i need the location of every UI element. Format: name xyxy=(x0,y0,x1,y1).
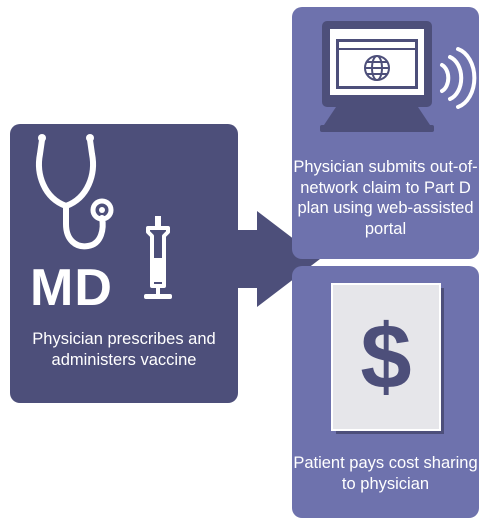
syringe-icon xyxy=(144,216,172,299)
md-label: MD xyxy=(30,259,113,317)
physician-caption: Physician prescribes and administers vac… xyxy=(32,330,216,369)
dollar-document-icon: $ xyxy=(331,283,444,434)
patient-payment-box: $ Patient pays cost sharing to physician xyxy=(292,266,479,518)
svg-text:$: $ xyxy=(360,306,411,408)
portal-claim-box: Physician submits out-of-network claim t… xyxy=(292,7,479,259)
globe-icon xyxy=(364,55,390,81)
portal-caption: Physician submits out-of-network claim t… xyxy=(293,158,478,238)
physician-box: MD Physician prescribes and administers … xyxy=(10,124,238,403)
wireless-signal-icon xyxy=(440,47,477,109)
stethoscope-icon xyxy=(36,134,114,250)
payment-caption: Patient pays cost sharing to physician xyxy=(293,454,478,493)
